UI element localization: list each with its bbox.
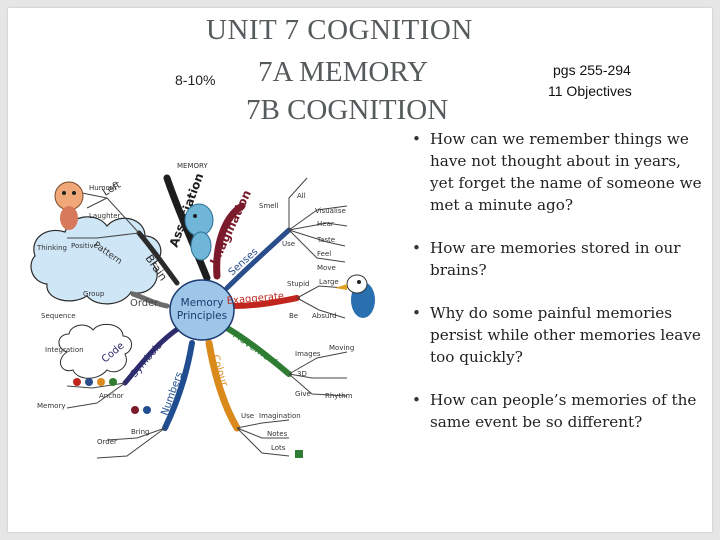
- leaf-large: Large: [319, 278, 339, 286]
- leaf-taste: Taste: [316, 236, 335, 244]
- bullet-icon: •: [412, 130, 421, 148]
- movement-branch: [224, 325, 292, 377]
- leaf-rhythm: Rhythm: [325, 392, 353, 400]
- center-label-2: Principles: [177, 310, 227, 322]
- leaf-laughter: Laughter: [89, 212, 121, 220]
- symbol-icons: [73, 378, 303, 458]
- bullet-icon: •: [412, 391, 421, 409]
- association-branch: [163, 174, 211, 282]
- leaf-smell: Smell: [259, 202, 279, 210]
- exaggerate-branch: [229, 295, 300, 309]
- senses-branch: [224, 227, 292, 291]
- leaf-bring: Bring: [131, 428, 150, 436]
- leaf-lots: Lots: [271, 444, 286, 452]
- question-item: • How can people’s memories of the same e…: [412, 389, 702, 433]
- leaf-use-2: Use: [241, 412, 254, 420]
- code-cloud: [58, 323, 132, 379]
- colour-branch: [205, 339, 241, 432]
- order-label: Order: [130, 298, 159, 309]
- leaf-visualise: Visualise: [315, 207, 346, 215]
- parrot-character-illustration: [335, 274, 375, 318]
- question-text: How can we remember things we have not t…: [430, 130, 702, 214]
- title-unit: UNIT 7 COGNITION: [206, 14, 473, 46]
- leaf-3d: 3D: [297, 370, 307, 378]
- question-item: • Why do some painful memories persist wh…: [412, 302, 702, 368]
- leaf-anchor: Anchor: [99, 392, 124, 400]
- leaf-group: Group: [83, 290, 105, 298]
- question-text: How can people’s memories of the same ev…: [430, 391, 697, 431]
- question-text: Why do some painful memories persist whi…: [430, 304, 701, 366]
- exam-percent: 8-10%: [175, 72, 216, 88]
- question-item: • How can we remember things we have not …: [412, 128, 702, 216]
- bullet-icon: •: [412, 304, 421, 322]
- leaf-feel: Feel: [317, 250, 331, 258]
- center-label-1: Memory: [181, 297, 224, 309]
- symbols-branch: [122, 325, 182, 386]
- leaf-order: Order: [97, 438, 117, 446]
- leaf-all: All: [297, 192, 306, 200]
- leaf-sequence: Sequence: [41, 312, 76, 320]
- center-node: [169, 279, 235, 341]
- leaf-positive: Positive: [71, 242, 98, 250]
- leaf-notes: Notes: [267, 430, 288, 438]
- leaf-thinking: Thinking: [36, 244, 67, 252]
- title-cognition: 7B COGNITION: [246, 94, 449, 126]
- elephant-character-illustration: [184, 203, 214, 261]
- leaf-imagination: Imagination: [259, 412, 301, 420]
- leaf-move: Move: [317, 264, 336, 272]
- memory-mind-map: Memory Principles MEMORY Association Ima…: [30, 162, 375, 459]
- symbols-label: Symbols: [129, 340, 165, 380]
- memory-top-label: MEMORY: [177, 162, 208, 170]
- leaf-absurd: Absurd: [312, 312, 337, 320]
- bullet-icon: •: [412, 239, 421, 257]
- leaf-use: Use: [282, 240, 295, 248]
- leaf-stupid: Stupid: [287, 280, 309, 288]
- exaggerate-label: Exaggerate: [226, 291, 284, 307]
- brain-character-illustration: [54, 181, 84, 230]
- brain-branch: [136, 230, 180, 286]
- numbers-branch: [162, 340, 195, 431]
- title-memory: 7A MEMORY: [258, 56, 429, 88]
- leaf-images: Images: [295, 350, 321, 358]
- leaf-hear: Hear: [317, 220, 334, 228]
- leaf-humour: Humour: [89, 184, 117, 192]
- leaf-moving: Moving: [329, 344, 354, 352]
- question-text: How are memories stored in our brains?: [430, 239, 681, 279]
- imagination-branch: [213, 202, 246, 280]
- question-item: • How are memories stored in our brains?: [412, 237, 702, 281]
- leaf-integration: Integration: [45, 346, 84, 354]
- leaf-be: Be: [289, 312, 298, 320]
- leaf-memory: Memory: [37, 402, 65, 410]
- question-list: • How can we remember things we have not …: [412, 128, 702, 454]
- page-range: pgs 255-294: [553, 62, 631, 78]
- order-branch: [130, 291, 170, 309]
- leaf-give: Give: [295, 390, 311, 398]
- objective-count: 11 Objectives: [548, 83, 632, 99]
- movement-label: Movement: [230, 329, 280, 368]
